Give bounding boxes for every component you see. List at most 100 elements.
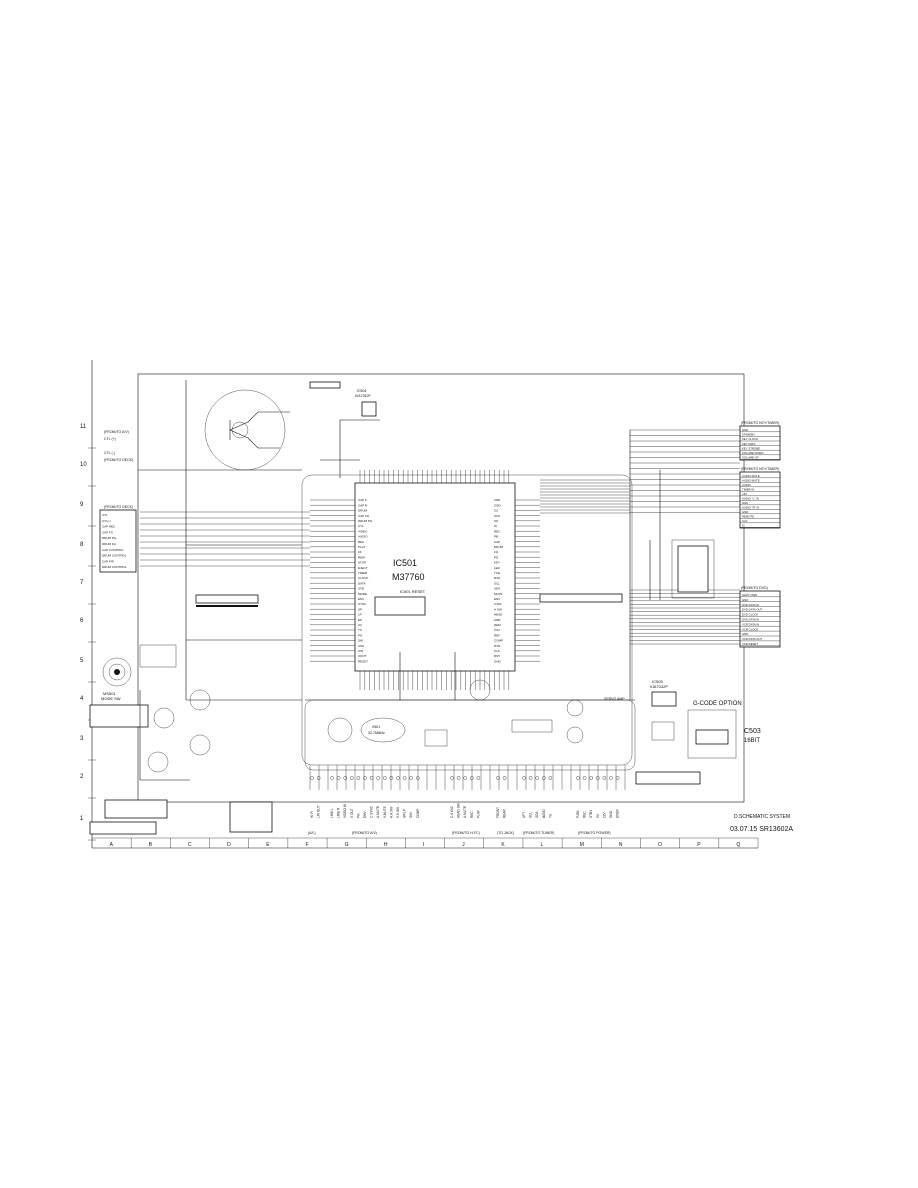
- av-deck-note: (FROM/TO A/V): [104, 430, 129, 434]
- deck-pin-label: DRUM FG: [102, 542, 117, 546]
- ic-pin-label: REC: [494, 529, 501, 533]
- callout-box-1: [195, 594, 259, 604]
- deck-pin-label: CAP FG: [102, 530, 114, 534]
- bottom-pin-label: SP/LP: [403, 809, 407, 818]
- x501-crystal: X501 32.768kHz: [360, 717, 406, 743]
- bottom-group-label: (A/L): [308, 831, 316, 835]
- bottom-pin-label: LINE R: [337, 807, 341, 818]
- col-label: H: [384, 842, 388, 848]
- connector-pin-label: KEY DATA: [742, 442, 756, 446]
- c503-ref: C503: [744, 728, 761, 735]
- ic-pin-label: SP: [358, 607, 362, 611]
- connector-pin-label: DVD DATA IN: [742, 618, 759, 622]
- note-box-top: [309, 381, 341, 389]
- deck-pin-label: CAP REC: [102, 525, 116, 529]
- col-label: M: [580, 842, 584, 848]
- doc-code: 03.07.15 SR13602A: [730, 826, 793, 833]
- ic-pin-label: RESET: [358, 659, 368, 663]
- bottom-pin-label: TU: [548, 813, 552, 818]
- row-label: 2: [80, 774, 84, 780]
- right-small-ic: [649, 539, 715, 600]
- bottom-pin-label: REC: [470, 811, 474, 818]
- bottom-pin-label: 12V: [602, 811, 606, 818]
- signal-buses: [138, 380, 740, 790]
- ic-pin-label: CLK: [494, 649, 500, 653]
- ic-pin-label: V.SW: [494, 602, 502, 606]
- bottom-pin-label: PLAY: [476, 809, 480, 818]
- ic-pin-label: ENV: [494, 597, 500, 601]
- ic501-top-pins: [359, 470, 509, 483]
- ms501-mode-switch: MS501 MODE SW: [101, 644, 177, 701]
- ic-pin-label: TXD: [494, 571, 501, 575]
- key-timer-a-heading: (FROM/TO KEY/TIMER): [741, 421, 779, 425]
- bottom-connector-groups: (A/L)(FROM/TO A/V)(FROM/TO H-FC)(TO JACK…: [308, 831, 611, 835]
- connector-pin-label: CLK: [742, 519, 748, 523]
- ic-pin-label: RXD: [494, 576, 501, 580]
- connector-pin-label: SHUT OWN: [742, 593, 757, 597]
- connector-pin-label: DVD CLOCK: [742, 613, 758, 617]
- connector-pin-label: DVD DATA OUT: [742, 608, 763, 612]
- bottom-pin-label: SCL: [529, 812, 533, 818]
- connector-pin-label: VCR DATA OUT: [742, 637, 763, 641]
- ic-pin-label: LP: [358, 613, 362, 617]
- bottom-pin-label: BAND: [542, 808, 546, 818]
- ms501-ref: MS501: [103, 691, 116, 696]
- bottom-pin-label: HI FI: [310, 811, 314, 818]
- ic501-sub: IC501 RESET: [400, 589, 426, 594]
- bottom-pin-label: S/M: [409, 812, 413, 818]
- ic501-ref: IC501: [393, 558, 417, 568]
- connector-pin-label: SI: [742, 524, 745, 528]
- col-label: J: [462, 842, 465, 848]
- connector-pin-label: VOLUME DOWN: [742, 451, 763, 455]
- ic-pin-label: LED: [494, 566, 501, 570]
- row-label: 5: [80, 658, 84, 664]
- ic504-block: IC504 KIA7042P: [320, 389, 380, 478]
- key-timer-b-heading: (FROM/TO KEY/TIMER): [741, 467, 779, 471]
- bottom-group-label: (FROM/TO H-FC): [452, 831, 480, 835]
- bottom-group-label: (TO JACK): [497, 831, 514, 835]
- schematic-title: D.SCHEMATIC SYSTEM: [734, 814, 790, 820]
- ic-pin-label: DATA: [358, 581, 366, 585]
- row-label: 9: [80, 502, 84, 508]
- ic-pin-label: CTL: [358, 524, 364, 528]
- ic-pin-label: SW: [358, 639, 363, 643]
- ic-pin-label: RST: [494, 654, 500, 658]
- ic-pin-label: PB: [494, 535, 498, 539]
- ic-pin-label: SYNC: [358, 602, 367, 606]
- ic-pin-label: CLOCK: [358, 576, 368, 580]
- ic-pin-label: CAP: [494, 540, 500, 544]
- ic-pin-label: KEY: [494, 561, 500, 565]
- callout-box-6: [229, 801, 273, 833]
- ic-pin-label: REF: [494, 633, 500, 637]
- ic-pin-label: VDD: [494, 498, 501, 502]
- ic-pin-label: SCK: [494, 514, 500, 518]
- ic505-ref: IC505: [652, 679, 663, 684]
- col-label: A: [110, 842, 114, 848]
- ic-pin-label: SO: [494, 519, 499, 523]
- av-deck-note: CTL (+): [104, 437, 116, 441]
- deck-pin-label: DRUM CONTROL: [102, 565, 127, 569]
- servo-amp-label: SERVO AMP: [604, 697, 625, 701]
- ic-pin-label: STB: [358, 587, 364, 591]
- ic-pin-label: OSD: [494, 503, 501, 507]
- ic501-right-pins: VDDOSDCSSCKSOSIRECPBCAPDRUMFGPGKEYLEDTXD…: [494, 498, 540, 663]
- transistor-detail-circle: [204, 389, 290, 471]
- ic-pin-label: MODE: [358, 592, 367, 596]
- gcode-label: G-CODE OPTION: [693, 701, 742, 707]
- deck-pin-label: CTL: [102, 513, 108, 517]
- ic504-part: KIA7042P: [355, 394, 371, 398]
- ic504-ref: IC504: [357, 389, 366, 393]
- ic505-block: IC505 KIA7042P: [650, 679, 677, 741]
- col-label: N: [619, 842, 623, 848]
- connector-pin-label: GND: [742, 428, 748, 432]
- connector-pin-label: GND: [742, 598, 748, 602]
- callout-box-3: [539, 593, 623, 603]
- ic-pin-label: CS: [494, 509, 498, 513]
- bottom-pin-label: A.H.SW: [389, 807, 393, 818]
